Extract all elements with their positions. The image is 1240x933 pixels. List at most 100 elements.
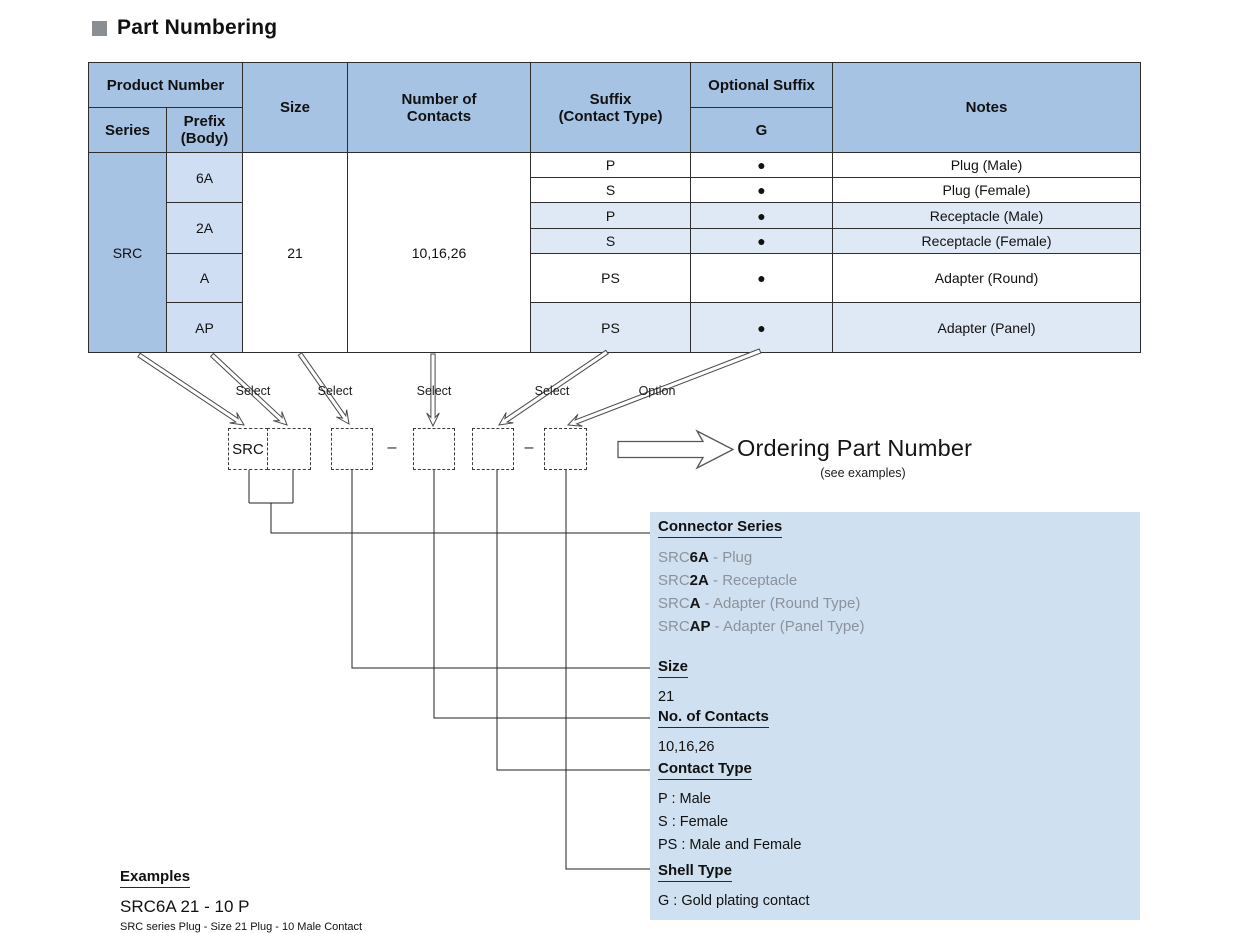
series-item: SRC2A - Receptacle (658, 569, 865, 592)
select-label-1: Select (235, 384, 271, 398)
prefix-cell-ap: AP (165, 302, 244, 353)
size-section: Size 21 (658, 658, 689, 709)
series-prefix: SRC (658, 618, 690, 635)
table-row: SRC 6A 21 10,16,26 P ● Plug (Male) (88, 152, 1142, 353)
connector-series-section: Connector Series SRC6A - Plug SRC2A - Re… (658, 518, 865, 638)
contact-type-line (496, 470, 652, 771)
header-contacts: Number of Contacts (347, 62, 532, 153)
suffix-cell: P (530, 152, 692, 178)
series-desc: - Adapter (Round Type) (700, 595, 861, 612)
contacts-line (433, 470, 652, 719)
dash-separator-1: – (387, 439, 397, 456)
series-item: SRCA - Adapter (Round Type) (658, 592, 865, 615)
header-series: Series (88, 107, 167, 153)
prefix-cell-a: A (165, 253, 244, 303)
size-dash-box (331, 428, 373, 470)
series-item: SRCAP - Adapter (Panel Type) (658, 615, 865, 638)
table-row: A PS ● Adapter (Round) (89, 253, 1142, 303)
series-desc: - Adapter (Panel Type) (710, 618, 865, 635)
contact-type-dash-box (472, 428, 514, 470)
header-optional-suffix: Optional Suffix (690, 62, 834, 108)
series-desc: - Plug (708, 549, 753, 566)
prefix-dash-box (267, 428, 311, 470)
example-part-number: SRC6A 21 - 10 P (120, 897, 250, 916)
legend-box: Connector Series SRC6A - Plug SRC2A - Re… (650, 512, 1140, 920)
series-prefix: SRC (658, 595, 690, 612)
prefix-cell-6a: 6A (165, 152, 244, 203)
series-desc: - Receptacle (708, 572, 798, 589)
series-code: 2A (689, 572, 709, 589)
size-line (351, 470, 652, 669)
note-cell: Plug (Female) (832, 177, 1142, 203)
series-prefix: SRC (658, 549, 690, 566)
contact-type-item: P : Male (658, 791, 711, 807)
contacts-dash-box (413, 428, 455, 470)
optional-bullet: ● (690, 228, 834, 254)
table-header-row-1: Product Number Size Number of Contacts S… (87, 62, 1142, 153)
series-prefix: SRC (658, 572, 690, 589)
size-cell: 21 (242, 152, 349, 353)
header-optional-suffix-g: G (690, 107, 834, 153)
header-product-number: Product Number (87, 62, 244, 108)
series-cell: SRC (88, 152, 167, 353)
page-title: Part Numbering (117, 16, 278, 39)
optional-bullet: ● (690, 177, 834, 203)
optional-bullet: ● (690, 302, 834, 353)
contacts-cell: 10,16,26 (347, 152, 532, 353)
contact-type-section: Contact Type P : Male S : Female PS : Ma… (658, 760, 801, 857)
optional-suffix-dash-box (544, 428, 587, 470)
example-description: SRC series Plug - Size 21 Plug - 10 Male… (120, 921, 363, 933)
header-prefix: Prefix (Body) (165, 107, 244, 153)
connector-series-line (248, 470, 652, 534)
suffix-cell: P (530, 202, 692, 229)
header-suffix: Suffix (Contact Type) (530, 62, 692, 153)
shell-type-item: G : Gold plating contact (658, 893, 810, 909)
size-heading: Size (658, 658, 689, 678)
header-notes: Notes (832, 62, 1142, 153)
select-label-4: Select (534, 384, 570, 398)
contacts-value: 10,16,26 (658, 739, 715, 755)
series-dash-box: SRC (228, 428, 268, 470)
optional-bullet: ● (690, 152, 834, 178)
contacts-heading: No. of Contacts (658, 708, 769, 728)
series-code: AP (689, 618, 711, 635)
ordering-arrow-icon (617, 429, 735, 470)
ordering-part-number-title: Ordering Part Number (737, 435, 973, 461)
shell-type-section: Shell Type G : Gold plating contact (658, 862, 810, 913)
note-cell: Receptacle (Male) (832, 202, 1142, 229)
shell-type-heading: Shell Type (658, 862, 732, 882)
note-cell: Receptacle (Female) (832, 228, 1142, 254)
series-code: A (689, 595, 701, 612)
examples-heading: Examples (120, 868, 191, 888)
table-row: AP PS ● Adapter (Panel) (89, 302, 1142, 353)
examples-section: Examples SRC6A 21 - 10 P SRC series Plug… (120, 868, 362, 933)
contact-type-heading: Contact Type (658, 760, 752, 780)
contact-type-item: PS : Male and Female (658, 837, 802, 853)
suffix-cell: S (530, 228, 692, 254)
series-code: 6A (689, 549, 709, 566)
part-numbering-table: Product Number Size Number of Contacts S… (87, 62, 1142, 353)
size-value: 21 (658, 689, 675, 705)
optional-bullet: ● (690, 253, 834, 303)
select-label-3: Select (416, 384, 452, 398)
select-arrow-icon (137, 352, 245, 426)
contact-type-item: S : Female (658, 814, 729, 830)
connector-series-heading: Connector Series (658, 518, 783, 538)
table-row: 2A P ● Receptacle (Male) (89, 202, 1142, 254)
optional-bullet: ● (690, 202, 834, 229)
note-cell: Adapter (Round) (832, 253, 1142, 303)
suffix-cell: S (530, 177, 692, 203)
option-label: Option (638, 384, 676, 398)
contacts-section: No. of Contacts 10,16,26 (658, 708, 769, 759)
table-row: S ● Receptacle (Female) (89, 228, 1142, 254)
suffix-cell: PS (530, 253, 692, 303)
header-size: Size (242, 62, 349, 153)
select-label-2: Select (317, 384, 353, 398)
section-header: Part Numbering (92, 16, 277, 40)
shell-type-line (565, 470, 652, 870)
series-item: SRC6A - Plug (658, 546, 865, 569)
dash-separator-2: – (524, 439, 534, 456)
note-cell: Adapter (Panel) (832, 302, 1142, 353)
note-cell: Plug (Male) (832, 152, 1142, 178)
suffix-cell: PS (530, 302, 692, 353)
